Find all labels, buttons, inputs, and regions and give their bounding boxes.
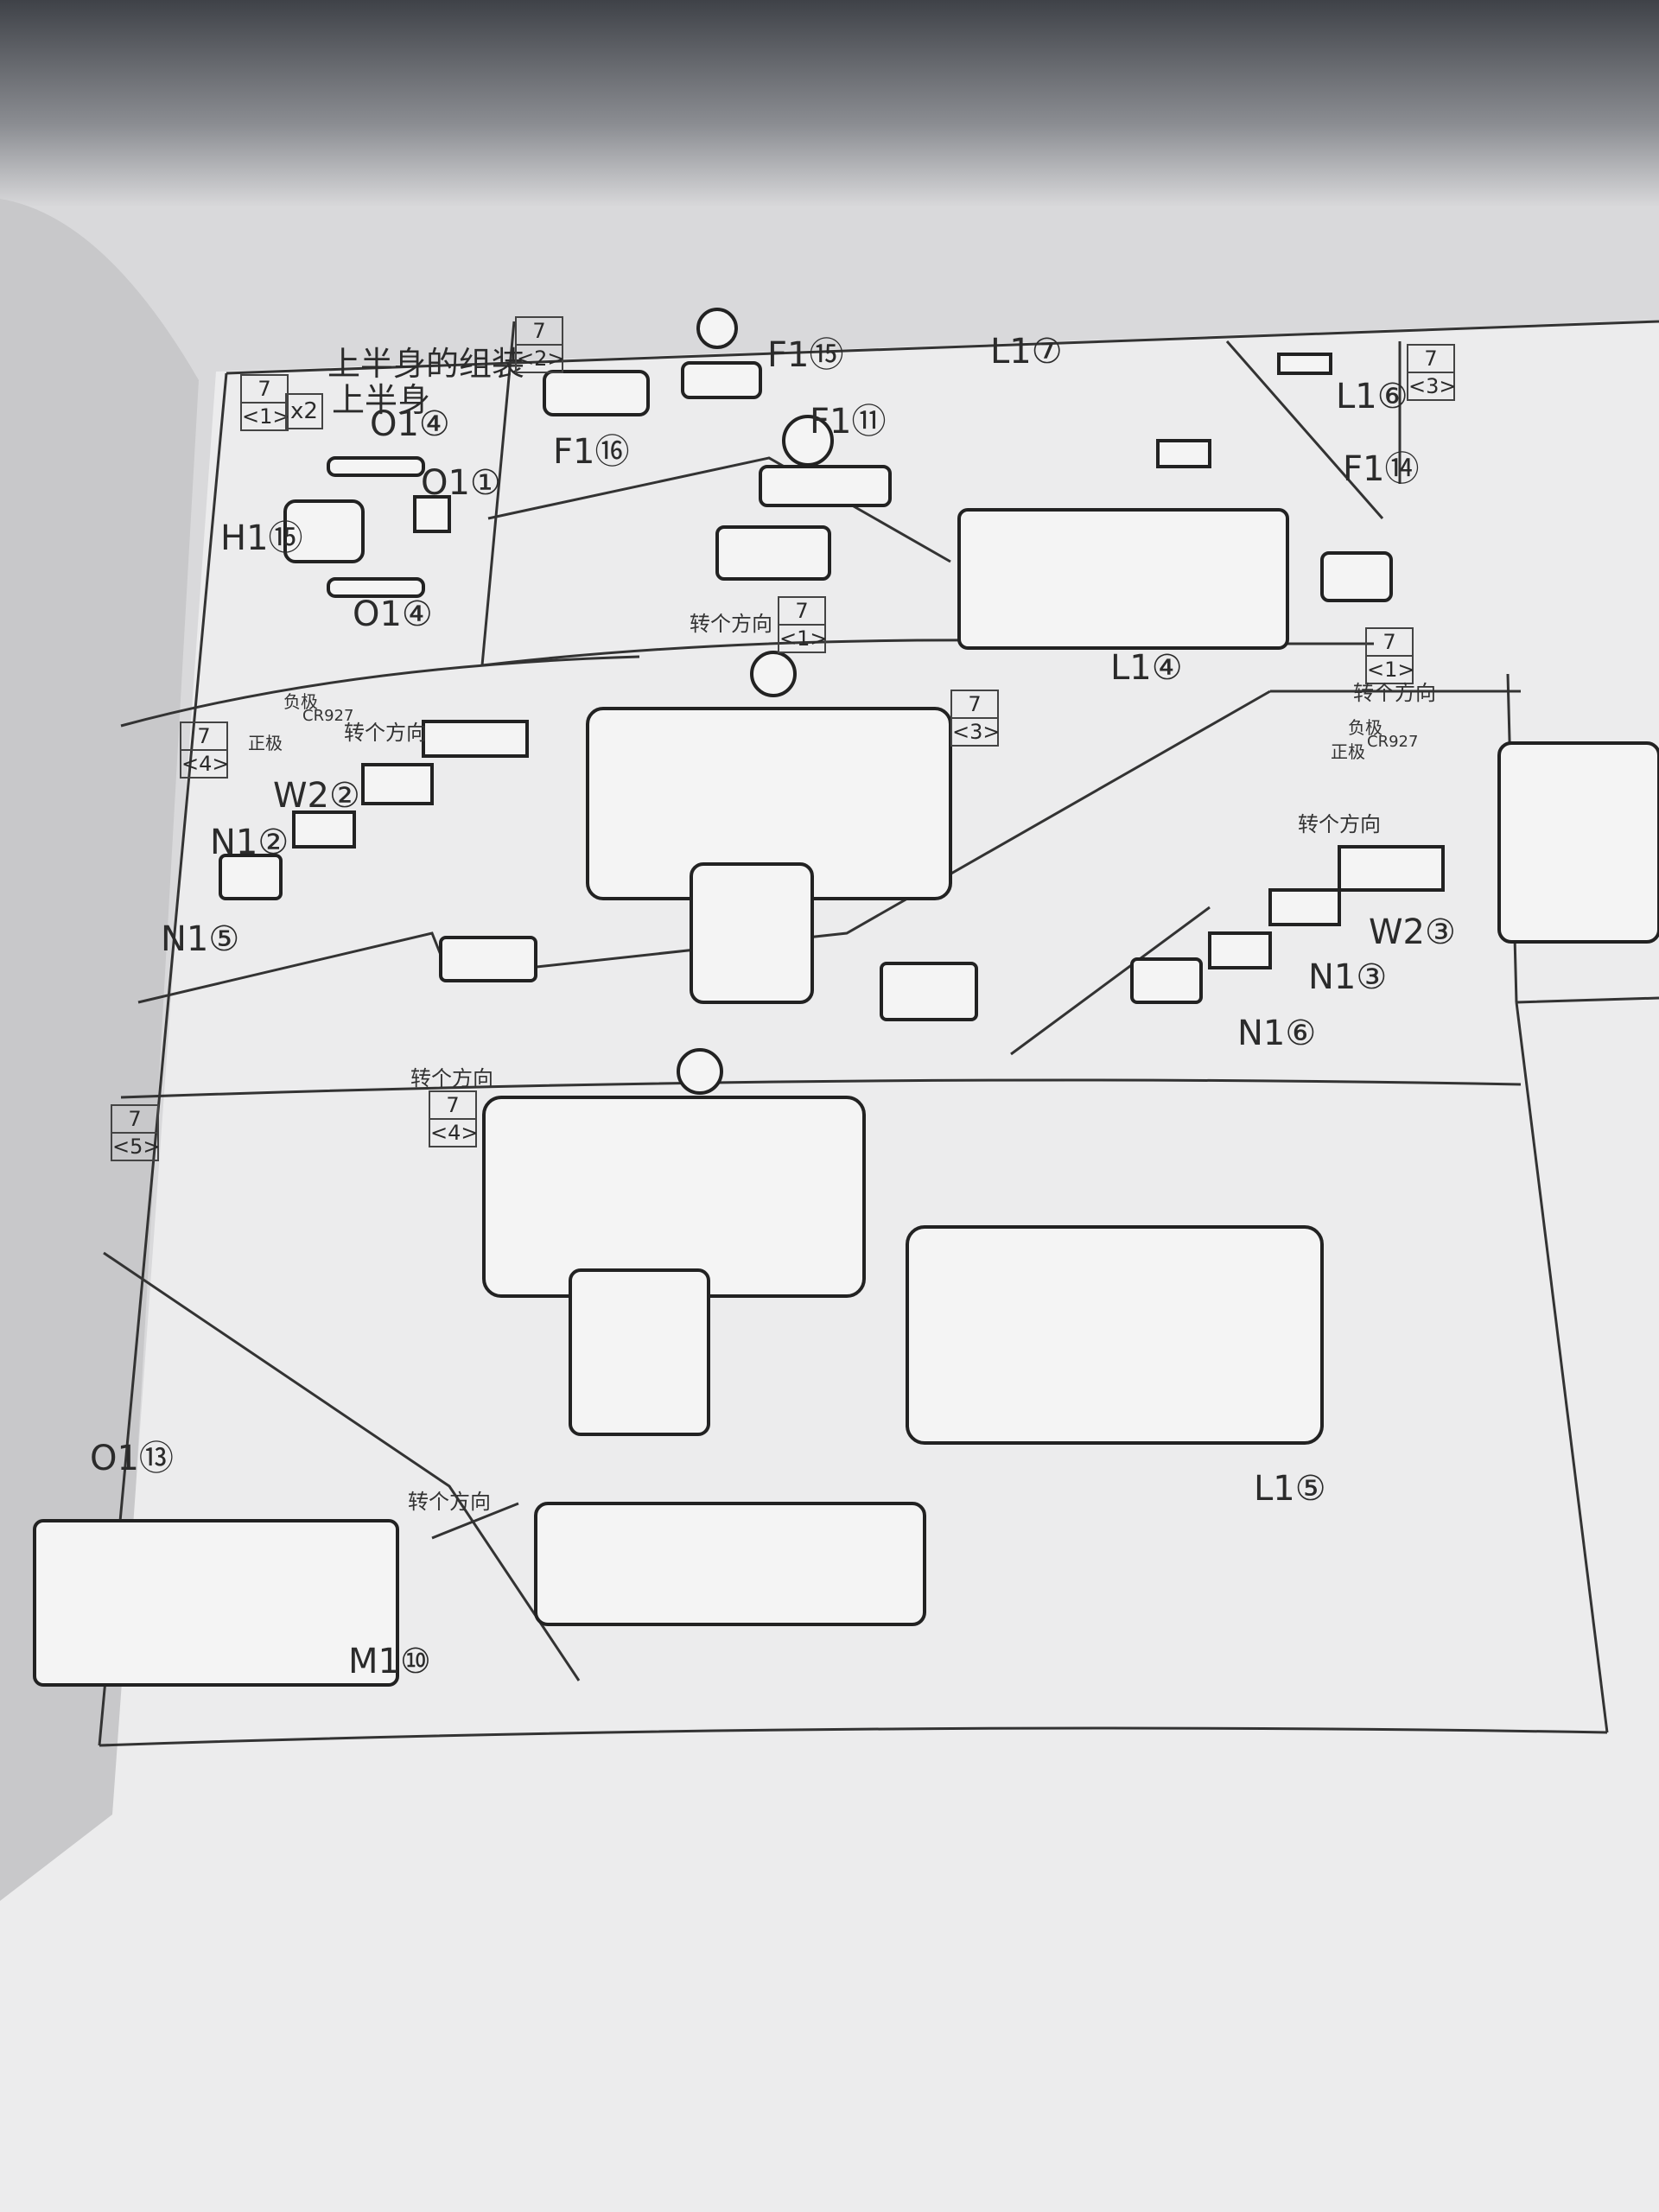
step-number: 7 <box>1424 346 1438 371</box>
turn-direction-note: 转个方向 <box>410 1066 493 1090</box>
part-drawings <box>33 308 1659 1687</box>
ref-number: 7 <box>446 1093 460 1117</box>
part-label: N1⑤ <box>161 919 240 959</box>
battery-label: CR927 <box>1367 733 1419 751</box>
ref-7-4-badge: 7<4> <box>429 1090 479 1147</box>
section-title: 上半身的组装 <box>327 345 525 383</box>
part-label: F1⑯ <box>553 432 630 472</box>
step-sub: <2> <box>517 344 565 372</box>
step-sub: <1> <box>242 402 290 429</box>
step-sub: <3> <box>1408 372 1457 399</box>
part-label: O1⑬ <box>90 1439 174 1478</box>
turn-direction-note: 转个方向 <box>344 721 427 745</box>
step-sub: <5> <box>112 1132 161 1160</box>
step-sub: <4> <box>181 749 230 777</box>
ref-sub: <1> <box>1367 655 1415 683</box>
part-label: N1② <box>210 823 289 862</box>
part-label: F1⑮ <box>767 335 844 375</box>
ref-sub: <1> <box>779 624 828 652</box>
ref-number: 7 <box>968 692 982 716</box>
ref-7-1-badge-b: 7<1> <box>1365 627 1415 684</box>
section-subtitle: 上半身 <box>332 381 431 419</box>
part-label: M1⑩ <box>348 1642 431 1681</box>
negative-pole-label: 负极 <box>283 691 318 712</box>
negative-pole-label: 负极 <box>1348 717 1382 738</box>
ref-7-3-badge: 7<3> <box>950 690 1001 747</box>
ref-number: 7 <box>795 599 809 623</box>
turn-direction-note: 转个方向 <box>408 1490 491 1514</box>
step-number: 7 <box>128 1107 142 1131</box>
quantity-badge: x2 <box>285 393 323 429</box>
part-label: F1⑭ <box>1343 449 1420 489</box>
battery-label: CR927 <box>302 707 354 725</box>
part-label: N1③ <box>1308 957 1388 997</box>
ref-sub: <4> <box>430 1118 479 1146</box>
step-7-1-badge: 7<1> <box>240 374 290 431</box>
part-label: L1⑥ <box>1336 377 1408 416</box>
positive-pole-label: 正极 <box>1331 741 1365 762</box>
step-number: 7 <box>532 319 546 343</box>
step-7-2-badge: 7<2> <box>515 316 565 373</box>
part-label: O1④ <box>370 404 450 444</box>
part-label: W2③ <box>1369 912 1456 952</box>
step-7-3-badge: 7<3> <box>1407 344 1457 401</box>
part-label: W2② <box>273 776 360 816</box>
turn-direction-note: 转个方向 <box>1298 812 1381 836</box>
part-label: L1⑦ <box>990 332 1063 372</box>
part-label: O1④ <box>353 594 433 634</box>
background-model-part <box>0 0 1659 207</box>
positive-pole-label: 正极 <box>248 733 283 753</box>
ref-sub: <3> <box>952 717 1001 745</box>
part-label: F1⑪ <box>810 402 887 442</box>
step-number: 7 <box>197 724 211 748</box>
ref-number: 7 <box>1382 630 1396 654</box>
step-7-4-badge: 7<4> <box>180 721 230 779</box>
part-label: L1⑤ <box>1254 1469 1326 1509</box>
ref-7-1-badge: 7<1> <box>778 596 828 653</box>
step-number: 7 <box>257 377 271 401</box>
step-7-5-badge: 7<5> <box>111 1104 161 1161</box>
turn-direction-note: 转个方向 <box>1353 681 1436 705</box>
part-label: L1④ <box>1110 648 1183 688</box>
part-label: O1① <box>421 463 501 503</box>
part-label: H1⑮ <box>220 518 303 558</box>
part-label: N1⑥ <box>1237 1014 1317 1053</box>
turn-direction-note: 转个方向 <box>690 612 772 636</box>
